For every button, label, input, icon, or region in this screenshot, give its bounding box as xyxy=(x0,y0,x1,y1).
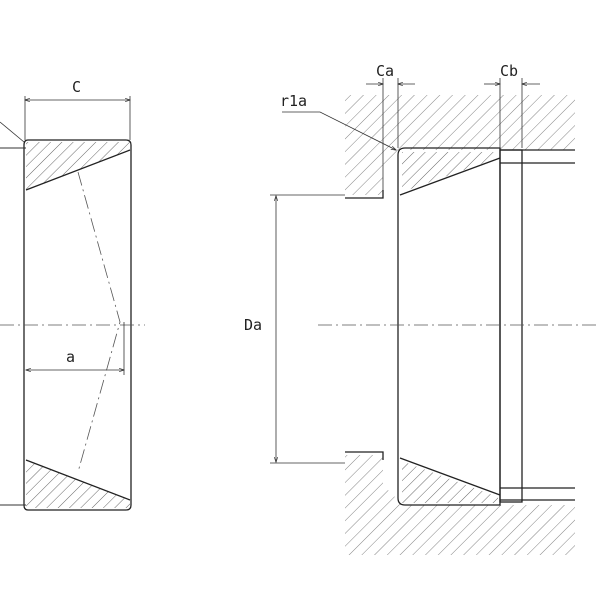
spacer-ring xyxy=(499,149,523,503)
cup-bottom-raceway xyxy=(25,459,131,501)
right-mounting-section: Ca Cb r1a Da xyxy=(244,62,600,555)
ca-label: Ca xyxy=(376,62,394,80)
r1a-leader xyxy=(282,111,396,150)
r-leader-line xyxy=(0,121,25,143)
left-bearing-section: C a xyxy=(0,78,145,511)
mounted-cup-bottom-section xyxy=(402,461,498,503)
cup-bottom-section xyxy=(26,460,130,508)
housing-top-hatch xyxy=(345,95,575,195)
r1a-label: r1a xyxy=(280,92,307,110)
cup-top-raceway xyxy=(25,149,131,191)
c-label: C xyxy=(72,78,81,96)
mounted-cup-top-section xyxy=(402,152,498,192)
mounted-cup-raceway-bottom xyxy=(399,457,501,496)
mounted-cup-raceway-top xyxy=(399,157,501,196)
cup-outline xyxy=(23,139,132,511)
cup-top-section xyxy=(26,142,130,190)
mounted-cup-outline xyxy=(397,147,501,506)
housing-shoulder-bottom xyxy=(345,451,384,460)
cb-label: Cb xyxy=(500,62,518,80)
da-label: Da xyxy=(244,316,262,334)
a-label: a xyxy=(66,348,75,366)
contact-line xyxy=(77,171,121,473)
housing-shoulder-top xyxy=(345,190,384,199)
